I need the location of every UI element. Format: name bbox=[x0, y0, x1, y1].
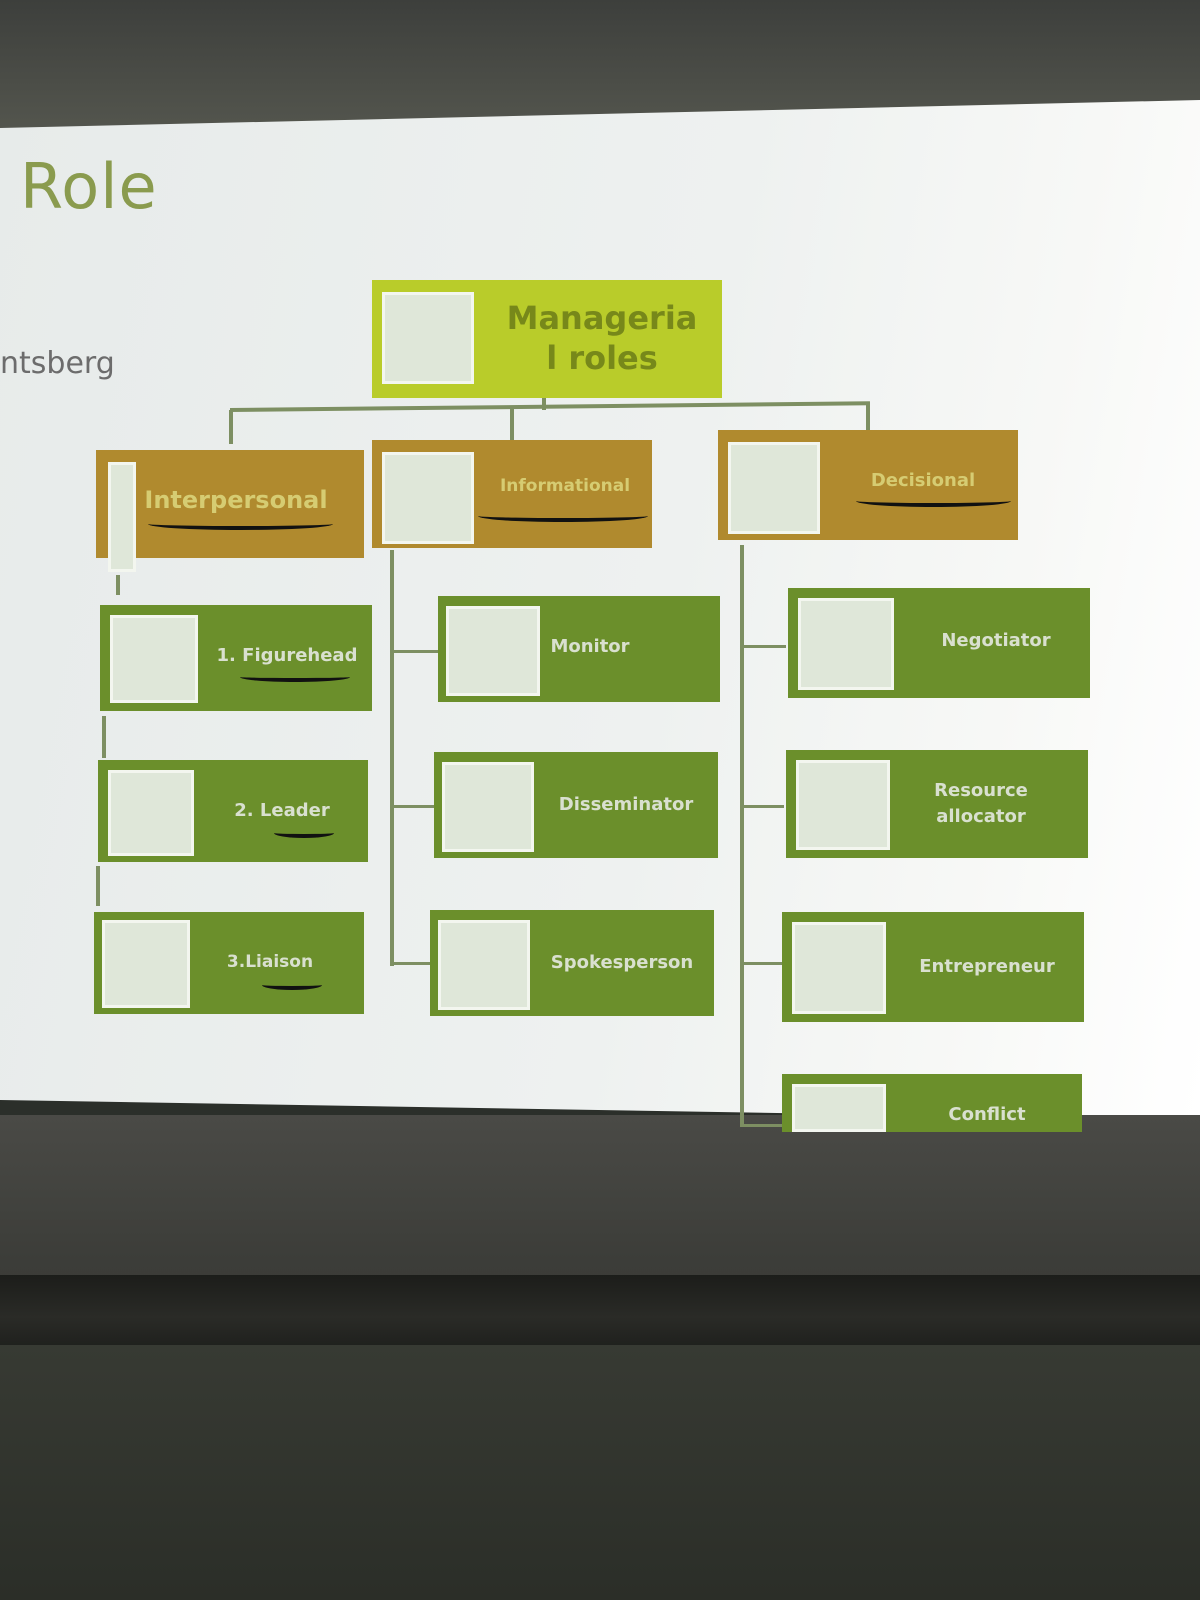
handwritten-underline bbox=[274, 828, 334, 838]
connector bbox=[740, 1124, 782, 1127]
category-label: Decisional bbox=[870, 470, 976, 491]
connector bbox=[740, 805, 784, 808]
node-thumbnail bbox=[798, 598, 894, 690]
root-label: Manageria l roles bbox=[492, 298, 712, 378]
connector bbox=[102, 716, 106, 758]
handwritten-underline bbox=[262, 980, 322, 990]
category-informational: Informational bbox=[372, 440, 652, 548]
handwritten-underline bbox=[148, 518, 333, 530]
node-thumbnail bbox=[792, 922, 886, 1014]
role-label: Resource allocator bbox=[934, 780, 1028, 827]
role-label: Disseminator bbox=[558, 794, 694, 815]
root-label-line2: l roles bbox=[546, 339, 658, 377]
connector bbox=[390, 650, 438, 653]
connector bbox=[542, 388, 546, 410]
node-thumbnail bbox=[446, 606, 540, 696]
connector bbox=[866, 402, 870, 436]
root-node-managerial-roles: Manageria l roles bbox=[372, 280, 722, 398]
node-thumbnail bbox=[438, 920, 530, 1010]
handwritten-underline bbox=[240, 672, 350, 682]
role-label: 3.Liaison bbox=[226, 952, 314, 972]
role-spokesperson: Spokesperson bbox=[430, 910, 714, 1016]
slide-subtitle: ntsberg bbox=[0, 346, 115, 381]
connector bbox=[390, 550, 394, 966]
role-figurehead: 1. Figurehead bbox=[100, 605, 372, 711]
connector bbox=[116, 575, 120, 595]
node-thumbnail bbox=[108, 462, 136, 572]
handwritten-underline bbox=[478, 510, 648, 522]
role-label: Monitor bbox=[550, 636, 630, 657]
node-thumbnail bbox=[728, 442, 820, 534]
role-leader: 2. Leader bbox=[98, 760, 368, 862]
whiteboard-ledge bbox=[0, 1275, 1200, 1345]
category-decisional: Decisional bbox=[718, 430, 1018, 540]
role-disseminator: Disseminator bbox=[434, 752, 718, 858]
role-monitor: Monitor bbox=[438, 596, 720, 702]
role-label: Conflict bbox=[948, 1104, 1026, 1125]
category-interpersonal: Interpersonal bbox=[96, 450, 364, 572]
category-label: Interpersonal bbox=[144, 486, 328, 514]
role-label: Entrepreneur bbox=[919, 956, 1055, 977]
connector bbox=[740, 962, 782, 965]
role-resource-allocator: Resource allocator bbox=[786, 750, 1088, 858]
connector bbox=[740, 645, 786, 648]
connector bbox=[740, 545, 744, 1127]
slide-title: Role bbox=[20, 150, 158, 223]
connector bbox=[390, 805, 434, 808]
role-conflict: Conflict bbox=[782, 1074, 1082, 1132]
role-label: 1. Figurehead bbox=[216, 645, 358, 666]
connector bbox=[390, 962, 432, 965]
handwritten-underline bbox=[856, 495, 1011, 507]
role-negotiator: Negotiator bbox=[788, 588, 1090, 698]
role-label: 2. Leader bbox=[234, 800, 330, 821]
category-label: Informational bbox=[499, 476, 631, 496]
node-thumbnail bbox=[796, 760, 890, 850]
role-entrepreneur: Entrepreneur bbox=[782, 912, 1084, 1022]
wall-bottom bbox=[0, 1345, 1200, 1600]
role-label: Negotiator bbox=[941, 630, 1051, 651]
root-label-line1: Manageria bbox=[506, 299, 698, 337]
node-thumbnail bbox=[382, 452, 474, 544]
node-thumbnail bbox=[102, 920, 190, 1008]
connector bbox=[96, 866, 100, 906]
node-thumbnail bbox=[382, 292, 474, 384]
connector bbox=[229, 410, 233, 444]
role-liaison: 3.Liaison bbox=[94, 912, 364, 1014]
connector bbox=[510, 406, 514, 440]
node-thumbnail bbox=[442, 762, 534, 852]
node-thumbnail bbox=[110, 615, 198, 703]
node-thumbnail bbox=[792, 1084, 886, 1132]
role-label: Spokesperson bbox=[550, 952, 694, 973]
node-thumbnail bbox=[108, 770, 194, 856]
